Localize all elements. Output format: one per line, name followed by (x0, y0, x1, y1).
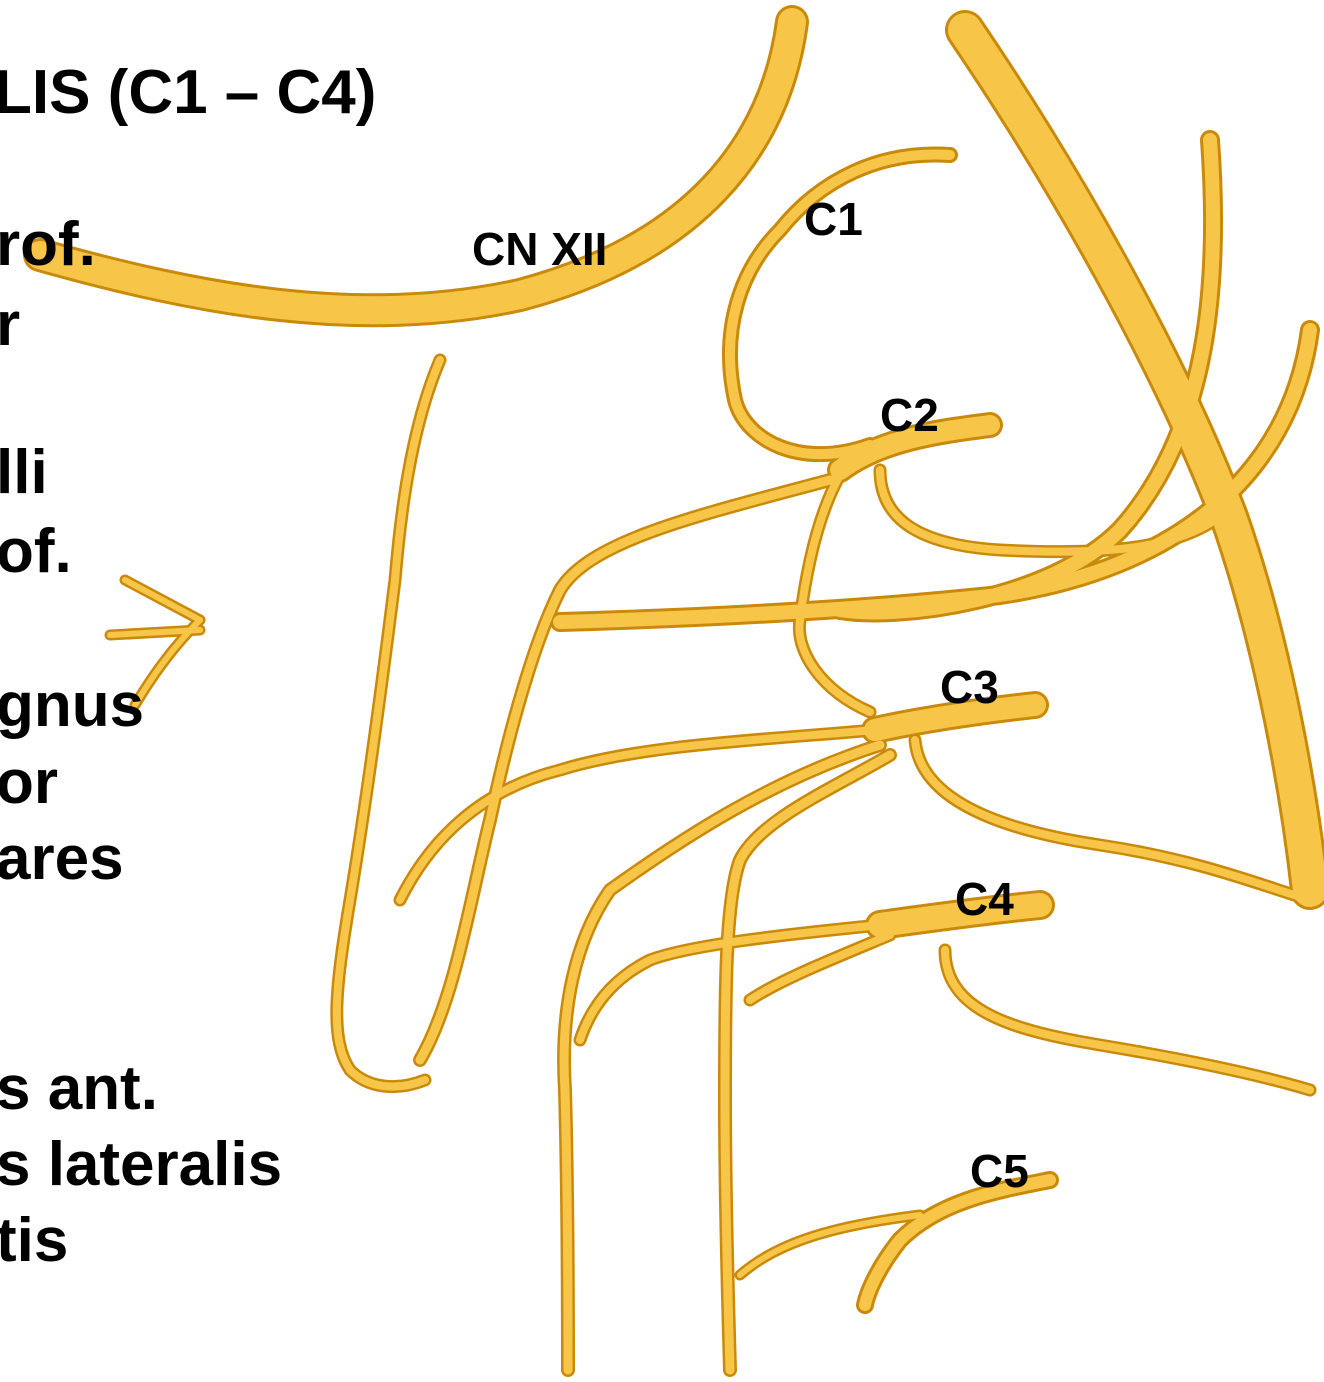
c3-label: C3 (940, 664, 999, 710)
left-label-2: r (0, 294, 20, 356)
c5-root (865, 1180, 1050, 1305)
c4-phrenic-contribution (750, 935, 890, 1000)
left-label-3: lli (0, 442, 48, 504)
c5-label: C5 (970, 1148, 1029, 1194)
left-label-4: of. (0, 521, 72, 583)
left-label-5: gnus (0, 675, 144, 737)
c1-label: C1 (804, 196, 863, 242)
left-label-1: rof. (0, 214, 96, 276)
left-label-10: tis (0, 1210, 68, 1272)
cn-xii-label: CN XII (472, 226, 607, 272)
c4-label: C4 (955, 876, 1014, 922)
left-label-6: or (0, 752, 58, 814)
ansa-cervicalis-loop (337, 360, 440, 1087)
left-label-9: s lateralis (0, 1134, 282, 1196)
title-label: LIS (C1 – C4) (0, 62, 376, 124)
phrenic-nerve (725, 755, 890, 1370)
left-label-7: ares (0, 828, 124, 890)
c2-label: C2 (880, 392, 939, 438)
transverse-cervical-branch-1 (125, 580, 200, 620)
left-label-8: s ant. (0, 1058, 158, 1120)
